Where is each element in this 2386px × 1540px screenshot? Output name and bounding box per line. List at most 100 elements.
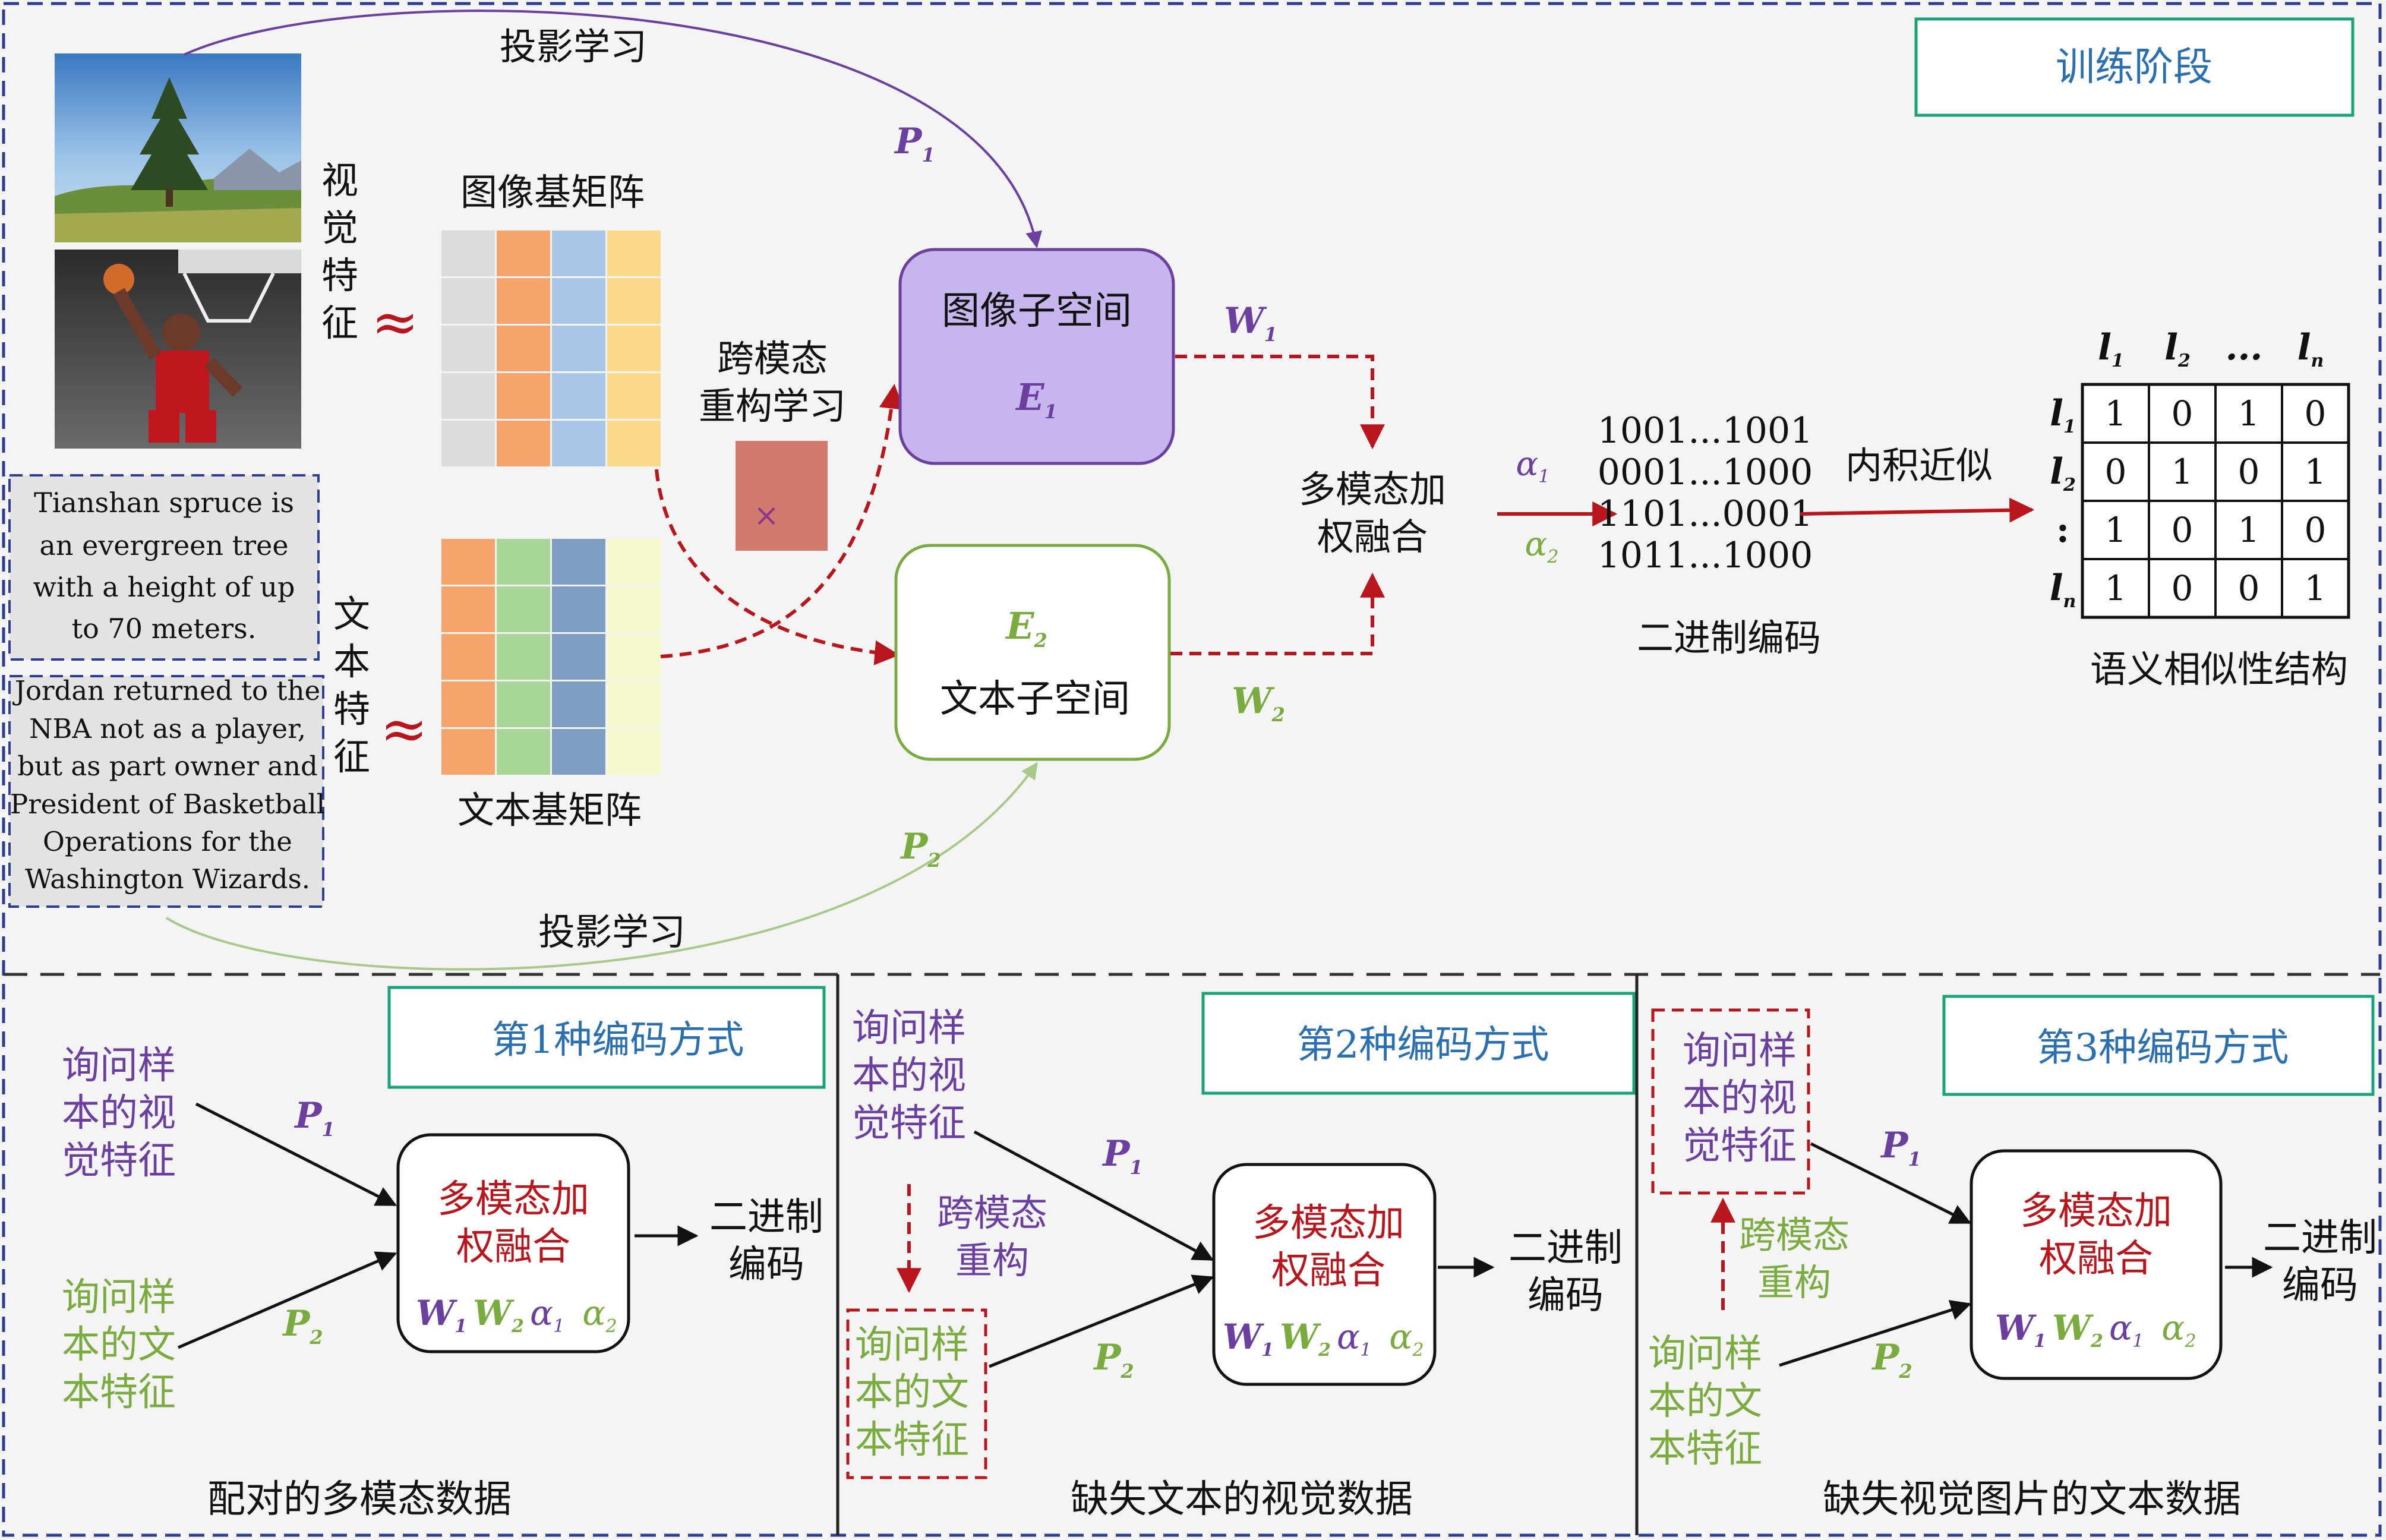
projection-label-top: 投影学习 (500, 25, 647, 68)
svg-text:Tianshan spruce is: Tianshan spruce is (34, 487, 294, 519)
fusion-label: 多模态加 (2020, 1189, 2172, 1233)
svg-text:本的文: 本的文 (62, 1323, 176, 1367)
approx-icon: ≈ (380, 696, 428, 762)
spruce-image (55, 53, 301, 242)
alpha1-label: α1 (1516, 445, 1550, 487)
svg-text:征: 征 (321, 301, 358, 345)
basis-cell (552, 326, 605, 371)
basis-cell (552, 373, 605, 419)
encoding-panel-2: 第2种编码方式 询问样 本的视 觉特征 跨模态 重构 询问样 本的文 本特征 P… (846, 992, 1636, 1522)
svg-text:本特征: 本特征 (1648, 1427, 1762, 1471)
projection-label-bottom: 投影学习 (538, 910, 686, 954)
image-subspace-box: 图像子空间 E1 (898, 248, 1175, 465)
basis-cell (441, 539, 495, 585)
svg-text:本的视: 本的视 (62, 1091, 176, 1135)
basis-cell (552, 421, 605, 466)
svg-text:President of Basketball: President of Basketball (10, 788, 325, 820)
panel-title-box (387, 986, 826, 1089)
svg-text:觉特征: 觉特征 (852, 1102, 966, 1145)
svg-text:but as part owner and: but as part owner and (17, 750, 318, 782)
basketball-image (55, 250, 301, 449)
svg-text:编码: 编码 (728, 1243, 804, 1287)
matrix-cell: 1 (2238, 393, 2260, 434)
basis-cell (552, 231, 605, 276)
svg-text:重构: 重构 (955, 1239, 1029, 1282)
matrix-cell: 1 (2305, 452, 2327, 492)
svg-text:本的文: 本的文 (1648, 1380, 1762, 1424)
svg-text:觉特征: 觉特征 (1683, 1124, 1797, 1168)
svg-text:重构: 重构 (1757, 1261, 1831, 1304)
panel-caption: 缺失视觉图片的文本数据 (1823, 1478, 2241, 1522)
matrix-cell: 0 (2305, 393, 2327, 434)
basis-cell (552, 634, 605, 680)
matrix-cell: 0 (2305, 510, 2327, 550)
cross-recon-arrow-2 (660, 383, 904, 658)
svg-text:权融合: 权融合 (1271, 1249, 1385, 1293)
matrix-col-header: l2 (2164, 327, 2191, 371)
binary-code-label: 二进制编码 (1637, 616, 1821, 659)
P1-label: P1 (1102, 1133, 1142, 1179)
matrix-cell: 1 (2105, 510, 2127, 550)
fusion-label: 多模态加 (1252, 1201, 1405, 1245)
text-feature-label: 文 本 特 征 (333, 592, 370, 778)
svg-text:权融合: 权融合 (2039, 1237, 2153, 1281)
P1-arrow (1810, 1142, 1972, 1225)
binary-code-row: 1101...0001 (1598, 493, 1813, 535)
P2-label: P2 (900, 826, 940, 872)
matrix-cell: 0 (2238, 452, 2260, 492)
visual-query-label: 询问样 (62, 1044, 176, 1088)
basis-cell (497, 634, 550, 680)
output-label: 二进制 (2263, 1216, 2377, 1260)
svg-text:觉: 觉 (321, 206, 358, 250)
svg-text:编码: 编码 (1527, 1274, 1604, 1318)
basis-cell (441, 681, 495, 727)
image-basis-matrix (441, 231, 661, 466)
P1-arrow (973, 1130, 1214, 1261)
binary-code-row: 1001...1001 (1598, 410, 1813, 452)
basis-cell (497, 586, 550, 632)
matrix-cell: 1 (2105, 568, 2127, 608)
P2-label: P2 (282, 1303, 323, 1349)
text-sample-2: Jordan returned to the NBA not as a play… (8, 675, 325, 908)
image-subspace-label: 图像子空间 (942, 289, 1132, 333)
svg-text:NBA not as a player,: NBA not as a player, (29, 713, 306, 744)
P1-label: P1 (894, 121, 935, 166)
svg-text:本: 本 (333, 640, 370, 683)
basis-cell (497, 231, 550, 276)
recon-label: 跨模态 (937, 1191, 1047, 1235)
visual-query-label: 询问样 (852, 1006, 966, 1050)
svg-text:with a height of up: with a height of up (33, 571, 295, 603)
fusion-box (1970, 1149, 2223, 1380)
alpha2-label: α2 (1525, 525, 1559, 567)
inner-product-arrow (1800, 497, 2035, 523)
panel-title-box (1201, 992, 1636, 1095)
W1-arrow (1175, 355, 1385, 450)
E2-label: E2 (1005, 604, 1047, 652)
basis-cell (607, 539, 661, 585)
visual-query-dashed-box (1651, 1008, 1810, 1195)
svg-text:Operations for the: Operations for the (43, 826, 292, 857)
basis-cell (607, 278, 661, 324)
encoding-panel-1: 第1种编码方式 询问样 本的视 觉特征 询问样 本的文 本特征 P1 P2 多模… (62, 986, 826, 1522)
recon-label: 跨模态 (1739, 1213, 1850, 1257)
matrix-cell: 1 (2305, 568, 2327, 608)
svg-text:征: 征 (333, 735, 370, 778)
svg-text:特: 特 (333, 687, 370, 731)
cross-modal-label-1: 跨模态 (717, 337, 828, 380)
matrix-cell: 1 (2105, 393, 2127, 434)
text-subspace-label: 文本子空间 (940, 677, 1130, 721)
panel-title: 第3种编码方式 (2037, 1026, 2289, 1070)
basis-cell (497, 729, 550, 775)
basis-cell (552, 729, 605, 775)
basis-cell (497, 373, 550, 419)
basis-cell (441, 231, 495, 276)
basis-cell (607, 231, 661, 276)
basis-cell (497, 681, 550, 727)
svg-text:权融合: 权融合 (456, 1225, 570, 1269)
basis-cell (607, 326, 661, 371)
basis-cell (607, 729, 661, 775)
